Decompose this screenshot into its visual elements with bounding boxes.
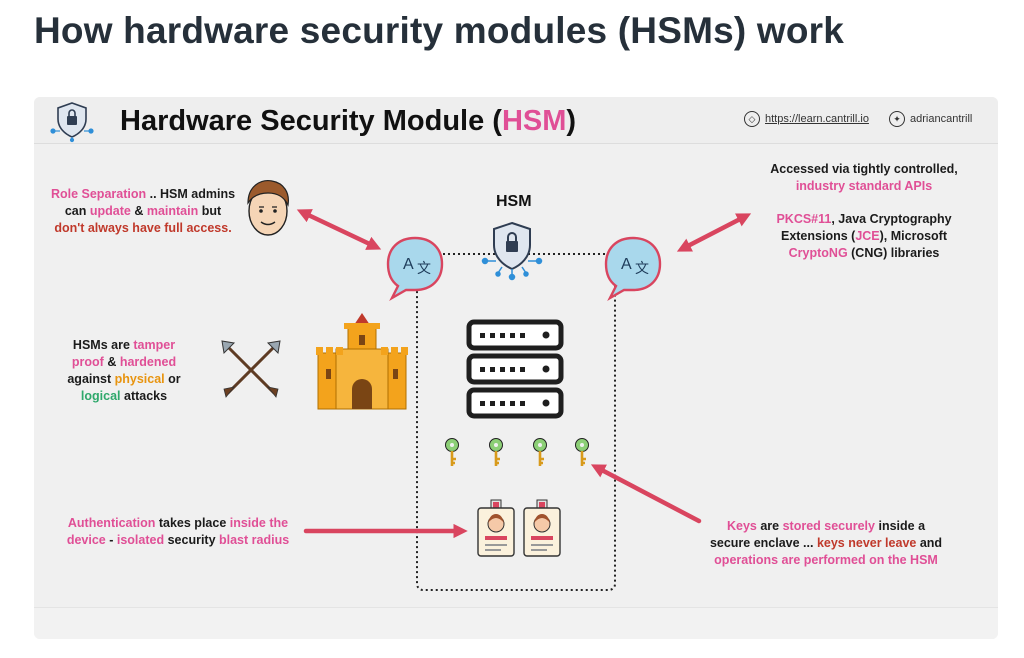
website-link[interactable]: ◇ https://learn.cantrill.io (744, 111, 869, 127)
hsm-enclosure (416, 253, 616, 591)
twitter-handle[interactable]: ✦ adriancantrill (889, 111, 972, 127)
key-icon (489, 438, 503, 466)
translate-glyph: A (403, 256, 414, 273)
id-badge-icon (523, 499, 561, 557)
arrow-keys (590, 464, 702, 524)
id-badge-icon (477, 499, 515, 557)
key-icon (533, 438, 547, 466)
translate-glyph2: 文 (417, 261, 431, 277)
banner (34, 97, 998, 144)
translate-bubble-icon-left: A 文 (386, 236, 444, 302)
shield-lock-icon (481, 221, 543, 281)
api-access-caption: Accessed via tightly controlled, industr… (770, 162, 958, 193)
tamper-proof-caption: HSMs are tamper proof & hardened against… (67, 338, 181, 403)
translate-glyph: A (621, 256, 632, 273)
key-icon (445, 438, 459, 466)
card-footer (34, 607, 998, 639)
pkcs-caption: PKCS#11, Java Cryptography Extensions (J… (776, 212, 952, 260)
face-icon (247, 180, 289, 236)
translate-bubble-icon-right: A 文 (604, 236, 662, 302)
website-link-text[interactable]: https://learn.cantrill.io (765, 113, 869, 125)
hsm-label: HSM (496, 193, 532, 210)
translate-glyph2: 文 (635, 261, 649, 277)
twitter-handle-text: adriancantrill (910, 113, 973, 125)
page-title: How hardware security modules (HSMs) wor… (34, 10, 845, 51)
crossed-arrows-icon (221, 340, 281, 398)
arrows-layer (296, 209, 752, 539)
keys-caption: Keys are stored securely inside a secure… (709, 519, 943, 567)
diagram-card: Hardware Security Module (HSM) ◇ https:/… (34, 97, 998, 639)
shield-lock-icon (50, 102, 94, 143)
arrow-admin (296, 209, 382, 250)
compass-icon: ◇ (744, 111, 760, 127)
banner-title: Hardware Security Module (HSM) (120, 105, 577, 137)
key-icon (575, 438, 589, 466)
arrow-api (676, 213, 752, 252)
server-icon (466, 319, 564, 419)
castle-icon (316, 313, 408, 410)
authentication-caption: Authentication takes place inside the de… (66, 516, 290, 547)
role-separation-caption: Role Separation .. HSM admins can update… (50, 187, 236, 235)
twitter-icon: ✦ (889, 111, 905, 127)
